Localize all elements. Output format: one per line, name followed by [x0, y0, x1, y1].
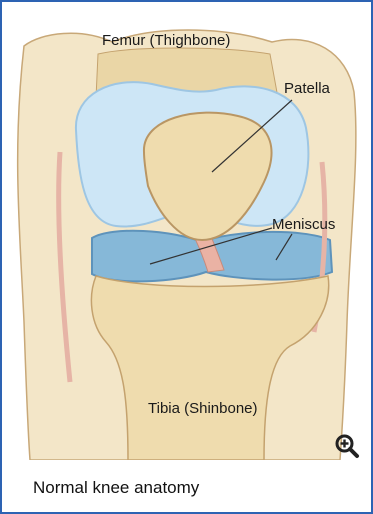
label-tibia: Tibia (Shinbone) — [148, 400, 258, 417]
label-meniscus: Meniscus — [272, 216, 335, 233]
figure-caption: Normal knee anatomy — [33, 478, 199, 498]
zoom-in-icon[interactable] — [334, 433, 360, 459]
label-patella: Patella — [284, 80, 330, 97]
label-femur: Femur (Thighbone) — [102, 32, 230, 49]
